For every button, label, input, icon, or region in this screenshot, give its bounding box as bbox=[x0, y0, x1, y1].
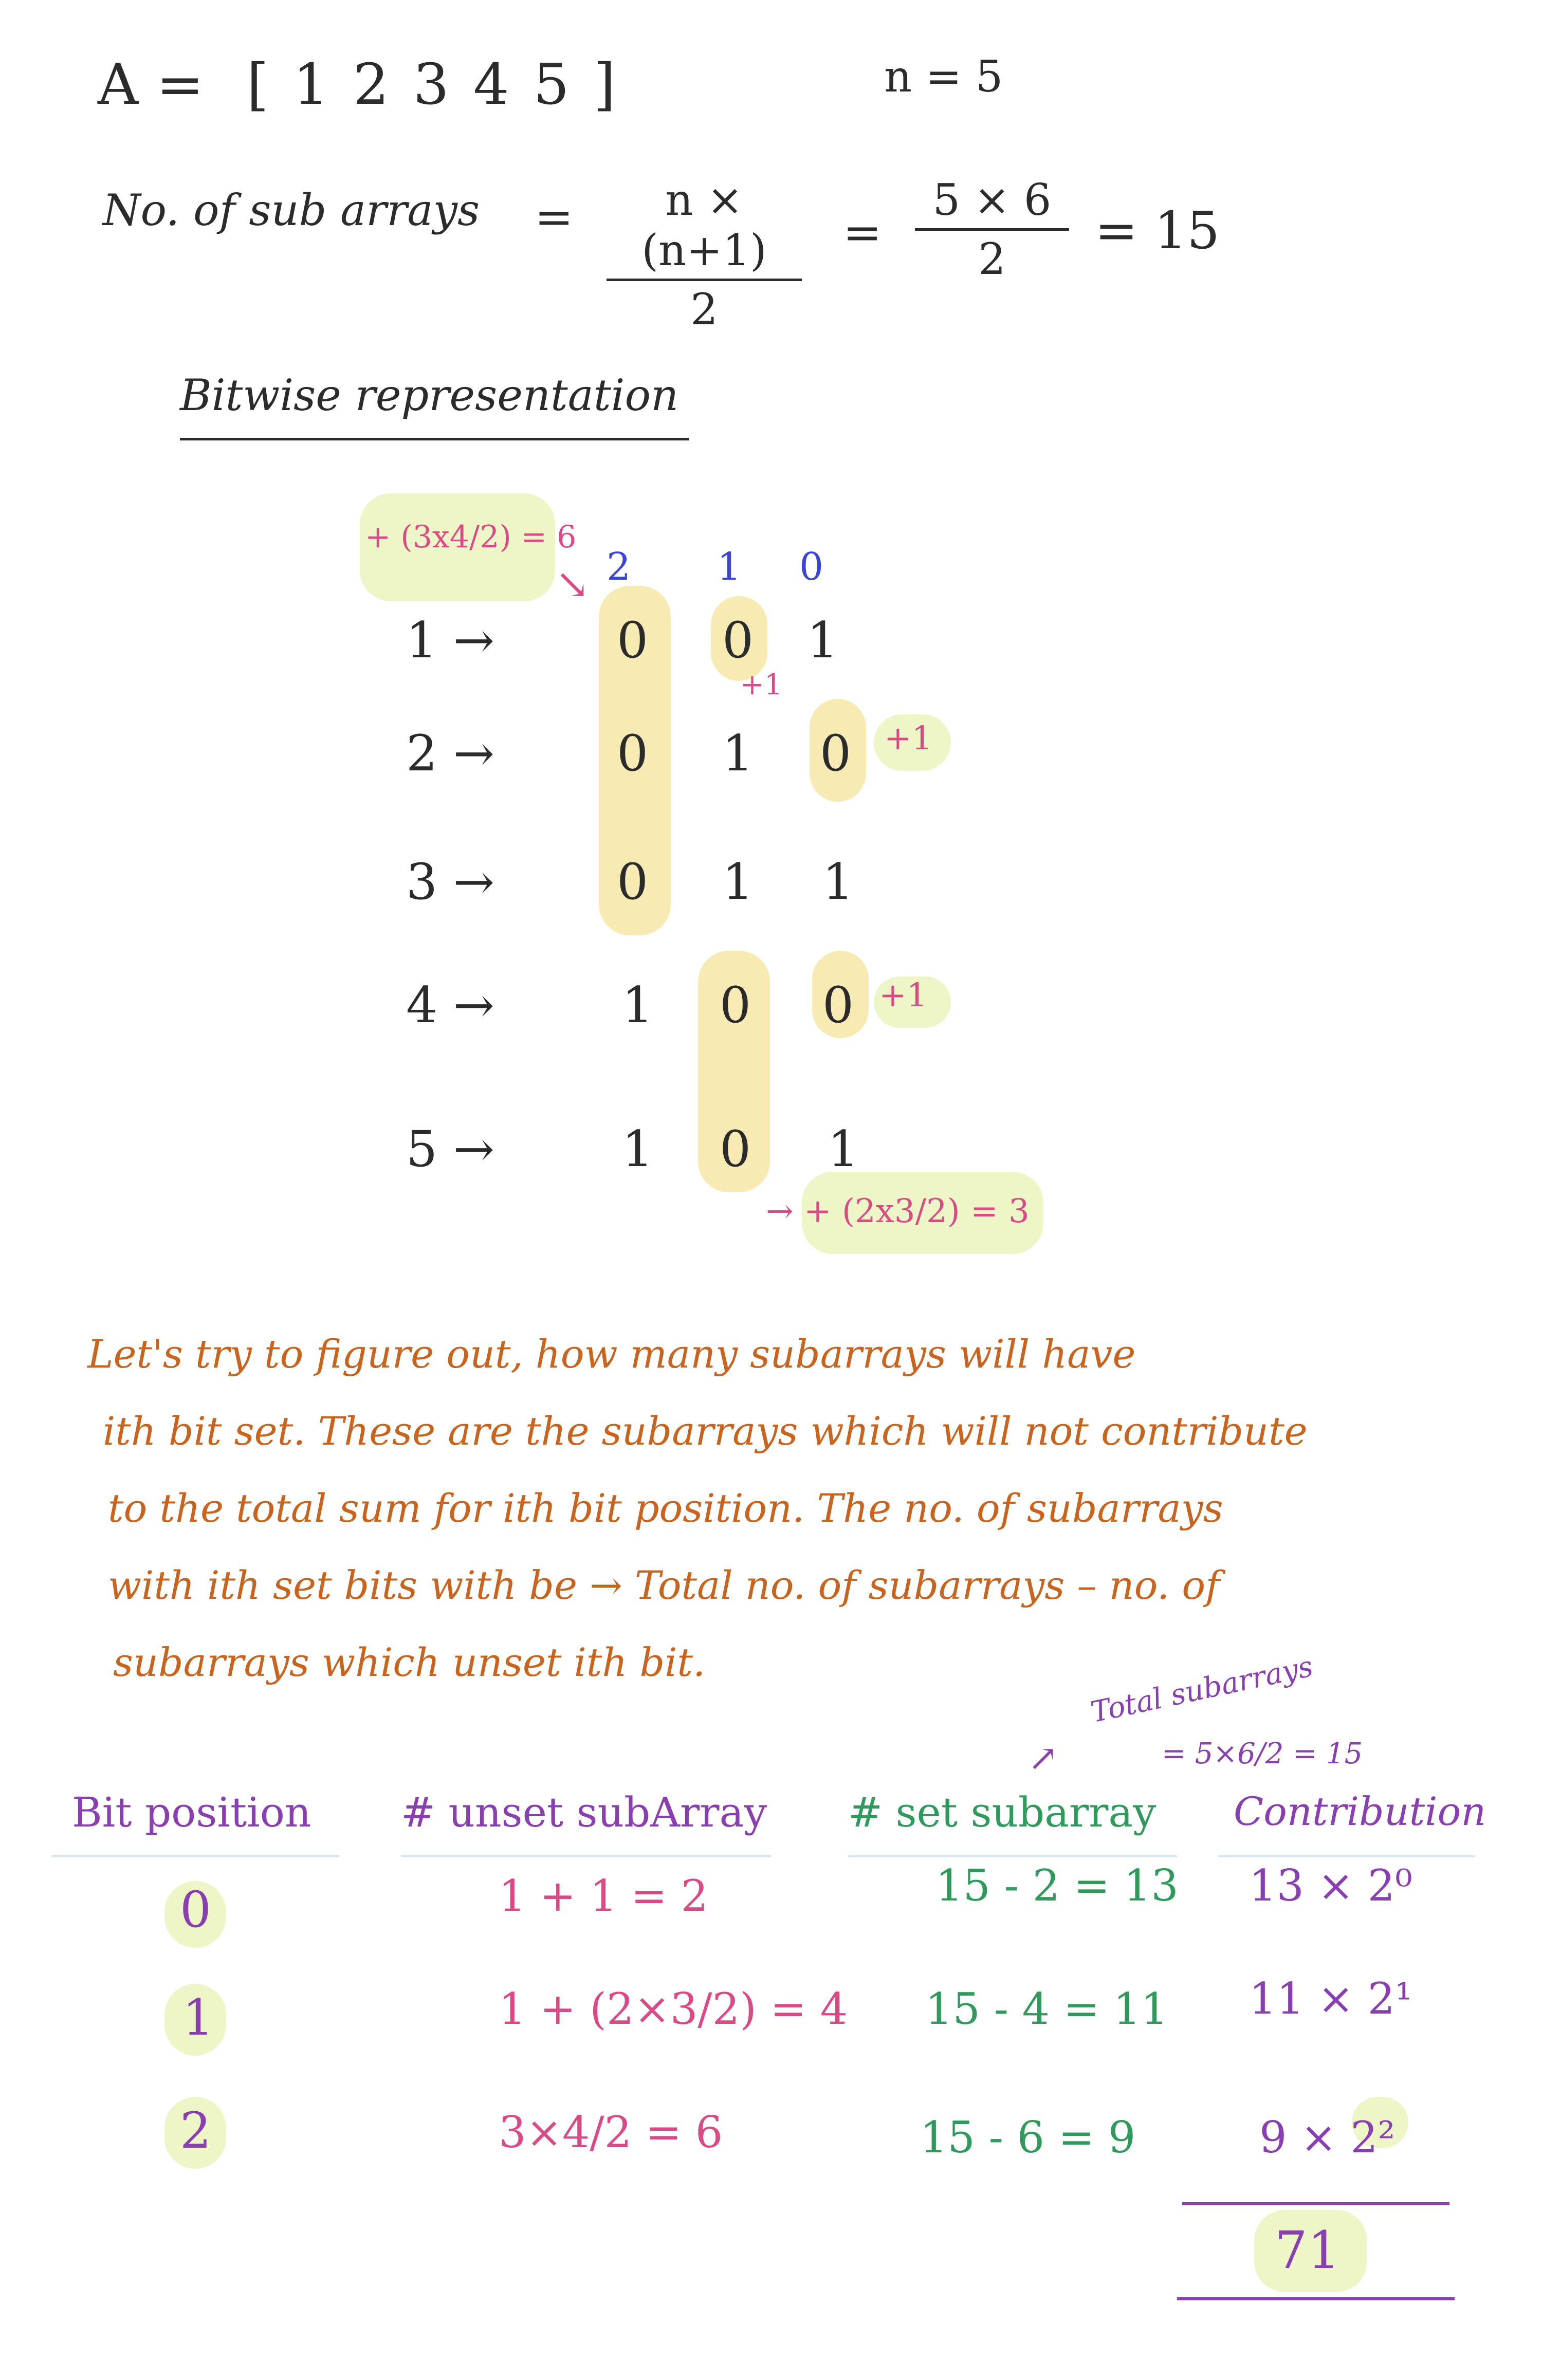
table-row-0-contribution: 13 × 2⁰ bbox=[1249, 1860, 1412, 1911]
row-2-bit1: 1 bbox=[722, 725, 754, 782]
note-plus1-c-highlight bbox=[874, 976, 951, 1028]
row-5-bit2: 1 bbox=[622, 1120, 654, 1178]
total-annotation-line-2: = 5×6/2 = 15 bbox=[1162, 1737, 1363, 1770]
header-unset-underline bbox=[401, 1855, 771, 1857]
sum-line bbox=[1182, 2202, 1449, 2205]
bit-header-1: 1 bbox=[717, 545, 742, 589]
exponent-2-highlight bbox=[1352, 2097, 1408, 2148]
bit-1-highlight bbox=[164, 1984, 226, 2056]
equals-sign-2: = bbox=[843, 206, 882, 260]
note-plus1-b-highlight bbox=[874, 714, 951, 771]
row-2-bit0: 0 bbox=[820, 725, 852, 782]
table-row-0-unset: 1 + 1 = 2 bbox=[499, 1871, 708, 1921]
explanation-line-3: to the total sum for ith bit position. T… bbox=[108, 1485, 1223, 1531]
bit-0-highlight bbox=[164, 1881, 226, 1948]
note-bottom: → + (2x3/2) = 3 bbox=[766, 1192, 1030, 1230]
row-2-bit2: 0 bbox=[617, 725, 649, 782]
header-contribution-underline bbox=[1218, 1855, 1475, 1857]
total-annotation-arrow-icon: ↗ bbox=[1028, 1737, 1058, 1779]
row-3-bit2: 0 bbox=[617, 853, 649, 911]
table-total: 71 bbox=[1275, 2220, 1341, 2280]
header-unset-subarray: # unset subArray bbox=[401, 1788, 767, 1836]
table-row-1-contribution: 11 × 2¹ bbox=[1249, 1973, 1412, 2024]
row-1-label: 1 → bbox=[406, 612, 495, 669]
explanation-line-2: ith bit set. These are the subarrays whi… bbox=[103, 1408, 1308, 1454]
table-row-0-bit: 0 bbox=[180, 1881, 212, 1939]
row-2-label: 2 → bbox=[406, 725, 495, 782]
table-row-0-set: 15 - 2 = 13 bbox=[935, 1860, 1179, 1911]
row2-bit0-highlight bbox=[810, 699, 866, 802]
row-5-bit0: 1 bbox=[828, 1120, 859, 1178]
table-row-2-unset: 3×4/2 = 6 bbox=[499, 2107, 723, 2157]
note-top-arrow-icon: ↘ bbox=[555, 560, 590, 608]
note-plus1-a: +1 bbox=[740, 668, 783, 702]
bitwise-title: Bitwise representation bbox=[180, 370, 679, 420]
row-1-bit1: 0 bbox=[722, 612, 754, 669]
note-plus1-b: +1 bbox=[884, 719, 933, 758]
note-bottom-highlight bbox=[802, 1172, 1043, 1254]
row-4-bit1: 0 bbox=[720, 976, 751, 1034]
header-bit-position: Bit position bbox=[72, 1788, 311, 1836]
bit1-rows45-highlight bbox=[698, 951, 770, 1192]
bit2-column-highlight bbox=[599, 586, 671, 935]
row-1-bit0: 1 bbox=[807, 612, 839, 669]
table-row-1-bit: 1 bbox=[182, 1989, 214, 2046]
header-bit-position-underline bbox=[51, 1855, 339, 1857]
note-top: + (3x4/2) = 6 bbox=[365, 519, 577, 555]
subst-denominator: 2 bbox=[978, 234, 1006, 284]
total-annotation-line-1: Total subarrays bbox=[1088, 1650, 1316, 1729]
row-5-label: 5 → bbox=[406, 1120, 495, 1178]
formula-fraction: n × (n+1) 2 bbox=[607, 175, 802, 335]
bit-2-highlight bbox=[164, 2097, 226, 2169]
row-3-bit0: 1 bbox=[822, 853, 854, 911]
header-set-subarray: # set subarray bbox=[848, 1788, 1156, 1836]
table-row-2-contribution: 9 × 2² bbox=[1259, 2112, 1396, 2163]
formula-denominator: 2 bbox=[690, 284, 718, 335]
table-row-2-bit: 2 bbox=[180, 2102, 212, 2160]
subst-bar bbox=[915, 228, 1069, 231]
explanation-line-4: with ith set bits with be → Total no. of… bbox=[108, 1562, 1220, 1608]
array-values: [ 1 2 3 4 5 ] bbox=[247, 51, 619, 117]
row-4-label: 4 → bbox=[406, 976, 495, 1034]
table-row-1-set: 15 - 4 = 11 bbox=[925, 1984, 1168, 2034]
header-set-underline bbox=[848, 1855, 1177, 1857]
n-label: n = 5 bbox=[884, 51, 1003, 102]
row-4-bit2: 1 bbox=[622, 976, 654, 1034]
row-4-bit0: 0 bbox=[822, 976, 854, 1034]
equals-sign-1: = bbox=[535, 190, 574, 244]
subarray-count-label: No. of sub arrays bbox=[103, 185, 480, 235]
subst-fraction: 5 × 6 2 bbox=[915, 175, 1069, 284]
table-row-2-set: 15 - 6 = 9 bbox=[920, 2112, 1136, 2163]
explanation-line-5: subarrays which unset ith bit. bbox=[113, 1639, 706, 1685]
total-highlight bbox=[1254, 2210, 1367, 2292]
bitwise-title-underline bbox=[180, 438, 689, 440]
note-top-highlight bbox=[360, 493, 555, 601]
bit-header-2: 2 bbox=[607, 545, 631, 589]
formula-numerator: n × (n+1) bbox=[641, 175, 767, 275]
array-label: A = bbox=[98, 51, 204, 117]
row-3-label: 3 → bbox=[406, 853, 495, 911]
explanation-line-1: Let's try to figure out, how many subarr… bbox=[87, 1331, 1136, 1377]
table-row-1-unset: 1 + (2×3/2) = 4 bbox=[499, 1984, 848, 2034]
note-plus1-c: +1 bbox=[879, 976, 928, 1014]
row1-bit1-highlight bbox=[711, 596, 767, 681]
total-underline bbox=[1177, 2297, 1455, 2300]
subst-numerator: 5 × 6 bbox=[932, 175, 1052, 225]
row4-bit0-highlight bbox=[812, 951, 869, 1038]
row-1-bit2: 0 bbox=[617, 612, 649, 669]
row-5-bit1: 0 bbox=[720, 1120, 751, 1178]
bit-header-0: 0 bbox=[799, 545, 824, 589]
subarray-result: = 15 bbox=[1095, 200, 1220, 261]
row-3-bit1: 1 bbox=[722, 853, 754, 911]
header-contribution: Contribution bbox=[1234, 1788, 1486, 1834]
formula-bar bbox=[607, 279, 802, 281]
